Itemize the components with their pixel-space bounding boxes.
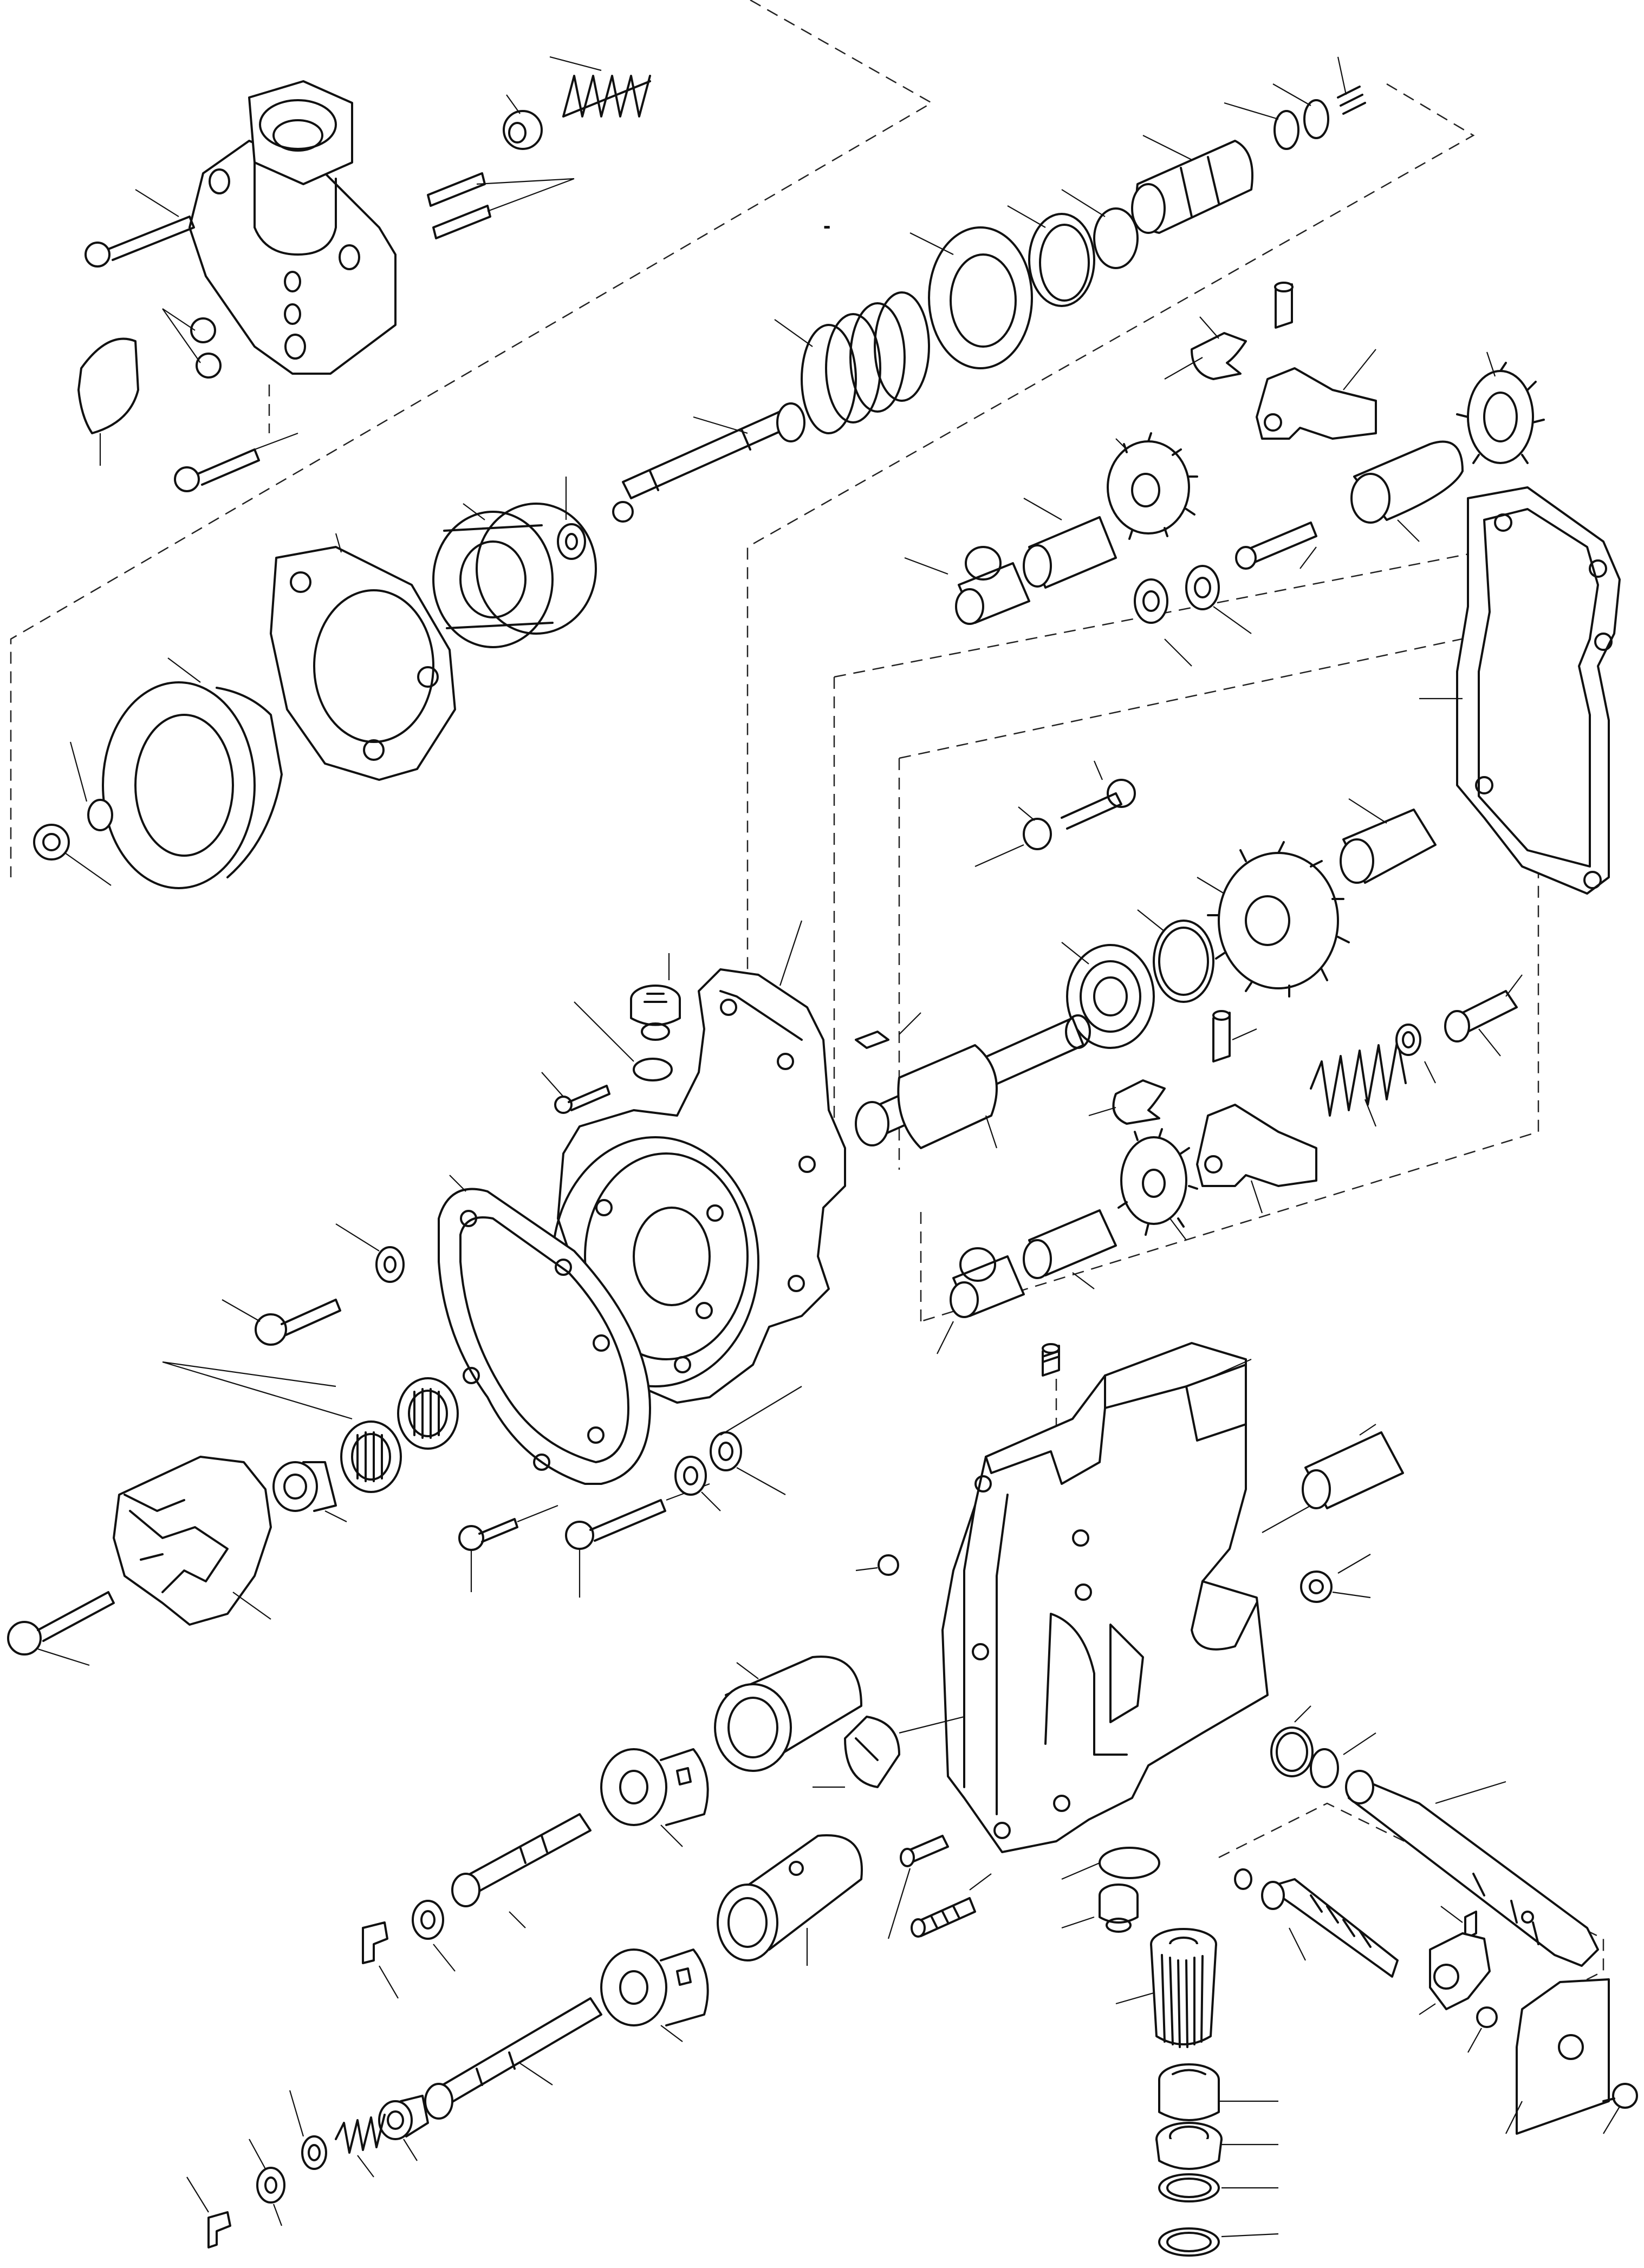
- threaded-rod-right: [1261, 1878, 1399, 1978]
- bolt-lower-top: [174, 432, 298, 492]
- pump-housing-front: [551, 920, 846, 1404]
- washer-lower-left-2: [249, 2139, 285, 2226]
- pin-pair: [427, 172, 575, 239]
- seal-ring-4: [1158, 2227, 1279, 2257]
- bolt-left-top: [85, 189, 195, 268]
- sleeve-upper: [1023, 498, 1117, 589]
- plunger-mid-right: [1444, 974, 1523, 1057]
- pin-tiny-right: [1440, 1906, 1477, 1940]
- gear-lower-mid: [1117, 1128, 1198, 1241]
- bolt-mid-upper: [974, 760, 1136, 868]
- pin-pair-right: [1235, 522, 1317, 570]
- clip-plunger-upper: [362, 1921, 399, 1999]
- bolt-left-housing: [222, 1299, 341, 1346]
- coupling-hub: [113, 1456, 272, 1626]
- o-ring-lower-right: [1270, 1705, 1376, 1788]
- o-ring-bottom: [1061, 1847, 1160, 1880]
- washer-pair-right: [1134, 565, 1252, 667]
- snap-ring-mid-shaft: [1137, 909, 1214, 1003]
- cover-gasket-right: [1419, 486, 1621, 895]
- bushing-small-lower: [378, 2095, 429, 2161]
- drive-shaft: [855, 1014, 1091, 1149]
- plunger-lower: [424, 1997, 602, 2120]
- plunger-sleeve-lower: [717, 1834, 863, 1966]
- screw-plate-right: [1602, 2083, 1638, 2134]
- snap-ring-mid: [1007, 205, 1095, 307]
- bushing-left: [272, 1461, 347, 1522]
- long-shaft-lower-right: [1345, 1770, 1599, 1967]
- filter-cartridge: [1115, 1928, 1217, 2048]
- nut-lower-right: [1300, 1554, 1371, 1603]
- spring-seat-disc: [909, 226, 1033, 369]
- o-ring-housing-top: [574, 1001, 673, 1081]
- washer-top: [503, 94, 543, 150]
- washer-left-housing: [335, 1223, 405, 1283]
- large-sleeve: [102, 657, 283, 889]
- ball-small-center: [855, 1554, 899, 1576]
- plug-bottom: [1061, 1884, 1139, 1933]
- lever-clamp-right: [1419, 1932, 1491, 2015]
- dowel-pin-lower: [1042, 1343, 1060, 1377]
- sleeve-mid-right: [1340, 798, 1437, 884]
- flange-gasket: [270, 533, 456, 781]
- plunger-upper: [451, 1813, 592, 1928]
- pin-lower-mid: [887, 1835, 949, 1939]
- o-ring-mid: [1061, 189, 1139, 269]
- plunger-sleeve-upper: [714, 1656, 862, 1772]
- center-mark: -: [823, 214, 830, 238]
- outlet-flange-block: [189, 80, 397, 375]
- sleeve-lower-right: [1262, 1424, 1404, 1533]
- cover-cap: [77, 337, 139, 466]
- bolts-lower-mid: [458, 1483, 710, 1598]
- washer-mid-right: [1395, 1024, 1436, 1084]
- gear-upper-right: [1456, 351, 1545, 464]
- valve-seat-2: [1155, 2122, 1278, 2170]
- nut-washer-left: [33, 741, 113, 886]
- lever-small: [1164, 316, 1247, 380]
- spring-lower-left: [335, 2114, 386, 2178]
- clip-lower-left: [186, 2176, 231, 2249]
- fork-lever-lower: [1196, 1104, 1317, 1214]
- small-o-ring-right: [1234, 1868, 1252, 1890]
- key-small: [855, 1012, 921, 1049]
- gear-mid: [1197, 841, 1350, 998]
- main-spring: [774, 291, 930, 434]
- threaded-pin-lower: [911, 1873, 992, 1938]
- valve-seat-1: [1158, 2063, 1278, 2121]
- washer-plunger-upper: [412, 1900, 456, 1972]
- valve-piston-top: [1131, 135, 1253, 234]
- gear-upper-mid: [1107, 432, 1198, 540]
- ball-right: [1467, 2006, 1498, 2053]
- seal-ring-3: [1158, 2173, 1278, 2202]
- washers-lower-mid: [674, 1386, 802, 1511]
- cover-plate-right: [1505, 1978, 1610, 2135]
- pin-small-top-right: [1274, 282, 1294, 329]
- small-washer-left: [557, 477, 586, 560]
- screw-housing-small: [541, 1072, 610, 1114]
- assembly-boundaries: [10, 0, 1604, 1994]
- o-rings-top-right: [1224, 56, 1366, 150]
- control-rod: [612, 402, 805, 523]
- plunger-bushing-upper: [600, 1748, 709, 1847]
- sleeve-lower-mid: [1023, 1209, 1117, 1289]
- pin-small-mid: [1212, 1010, 1257, 1063]
- pump-lower-housing: [941, 1342, 1269, 1853]
- fork-lever-upper: [1256, 349, 1377, 440]
- plug-top-housing: [630, 953, 681, 1041]
- shaft-stepped-lower: [937, 1247, 1025, 1354]
- nuts-top: [162, 308, 222, 379]
- flange-gasket-large: [438, 1175, 651, 1485]
- spring-mid-right: [1310, 1039, 1407, 1127]
- bolt-coupling: [7, 1591, 115, 1666]
- plunger-bushing-lower: [600, 1948, 709, 2042]
- bushing-large: [432, 503, 597, 648]
- washer-lower-left: [289, 2090, 327, 2170]
- lever-small-mid: [1088, 1079, 1166, 1125]
- spring-small-top: [549, 56, 651, 118]
- cam-roller: [813, 1716, 965, 1788]
- needle-bearings: [162, 1361, 459, 1493]
- bushing-rod: [1350, 440, 1464, 542]
- shaft-stepped-upper: [904, 546, 1030, 625]
